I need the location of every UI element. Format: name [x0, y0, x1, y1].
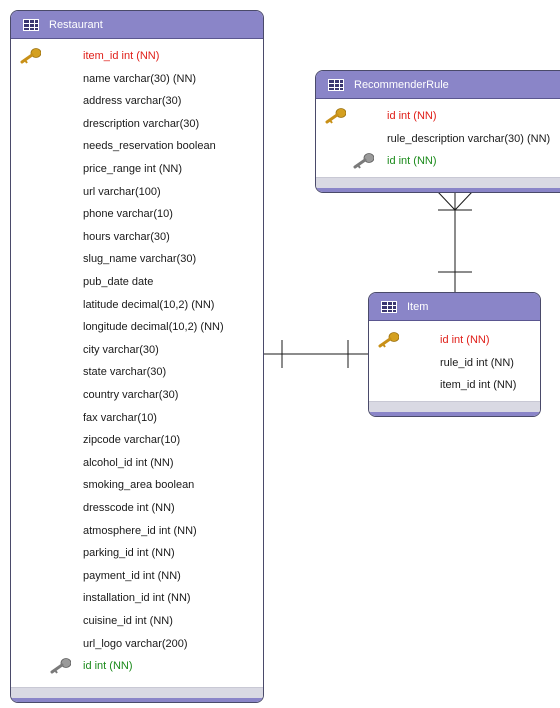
column-row[interactable]: url varchar(100)	[11, 181, 263, 203]
column-row[interactable]: needs_reservation boolean	[11, 135, 263, 157]
item-table-footer	[369, 401, 540, 416]
column-label: needs_reservation boolean	[83, 140, 216, 153]
recommenderrule-table-header[interactable]: RecommenderRule	[316, 71, 560, 99]
item-table-header[interactable]: Item	[369, 293, 540, 321]
column-row[interactable]: price_range int (NN)	[11, 158, 263, 180]
restaurant-table-header[interactable]: Restaurant	[11, 11, 263, 39]
column-label: smoking_area boolean	[83, 479, 195, 492]
column-row[interactable]: installation_id int (NN)	[11, 587, 263, 609]
column-row[interactable]: item_id int (NN)	[369, 374, 540, 396]
column-row[interactable]: item_id int (NN)	[11, 45, 263, 67]
table-icon	[23, 18, 39, 31]
column-label: slug_name varchar(30)	[83, 253, 197, 266]
recommenderrule-table[interactable]: RecommenderRule id int (NN) rule_descript…	[315, 70, 560, 193]
column-row[interactable]: id int (NN)	[316, 150, 560, 172]
column-label: atmosphere_id int (NN)	[83, 524, 197, 537]
column-label: dresscode int (NN)	[83, 502, 175, 514]
column-label: rule_description varchar(30) (NN)	[387, 132, 551, 145]
column-label: state varchar(30)	[83, 366, 167, 379]
column-label: hours varchar(30)	[83, 230, 170, 243]
column-label: parking_id int (NN)	[83, 547, 175, 560]
column-label: item_id int (NN)	[440, 379, 517, 392]
column-label: fax varchar(10)	[83, 411, 157, 424]
column-label: id int (NN)	[440, 334, 490, 346]
column-row[interactable]: id int (NN)	[369, 329, 540, 351]
column-row[interactable]: city varchar(30)	[11, 339, 263, 361]
column-row[interactable]: slug_name varchar(30)	[11, 248, 263, 270]
column-row[interactable]: dresscode int (NN)	[11, 497, 263, 519]
column-label: rule_id int (NN)	[440, 356, 514, 369]
column-row[interactable]: id int (NN)	[11, 655, 263, 677]
primary-key-icon	[324, 108, 347, 127]
column-row[interactable]: id int (NN)	[316, 105, 560, 127]
column-row[interactable]: latitude decimal(10,2) (NN)	[11, 294, 263, 316]
restaurant-item-relationship	[263, 340, 370, 368]
recommenderrule-item-relationship	[437, 191, 473, 292]
primary-key-icon	[377, 332, 400, 351]
column-row[interactable]: state varchar(30)	[11, 361, 263, 383]
column-label: latitude decimal(10,2) (NN)	[83, 298, 215, 311]
foreign-key-icon	[352, 153, 375, 172]
restaurant-table[interactable]: Restaurant item_id int (NN) name varchar(…	[10, 10, 264, 703]
column-row[interactable]: hours varchar(30)	[11, 226, 263, 248]
column-row[interactable]: cuisine_id int (NN)	[11, 610, 263, 632]
recommenderrule-table-footer	[316, 177, 560, 192]
column-row[interactable]: atmosphere_id int (NN)	[11, 520, 263, 542]
column-label: id int (NN)	[387, 155, 437, 168]
column-label: name varchar(30) (NN)	[83, 72, 197, 85]
column-label: price_range int (NN)	[83, 163, 183, 175]
column-label: url varchar(100)	[83, 185, 161, 198]
column-row[interactable]: longitude decimal(10,2) (NN)	[11, 316, 263, 338]
column-label: installation_id int (NN)	[83, 592, 191, 605]
item-table-title: Item	[407, 300, 429, 313]
column-label: pub_date date	[83, 276, 154, 288]
column-label: payment_id int (NN)	[83, 569, 181, 582]
item-table[interactable]: Item id int (NN) rule_id int (NN) item_id …	[368, 292, 541, 417]
column-label: item_id int (NN)	[83, 50, 160, 62]
column-row[interactable]: rule_id int (NN)	[369, 352, 540, 374]
table-icon	[328, 78, 344, 91]
column-row[interactable]: phone varchar(10)	[11, 203, 263, 225]
column-row[interactable]: url_logo varchar(200)	[11, 633, 263, 655]
column-label: id int (NN)	[387, 110, 437, 122]
column-row[interactable]: pub_date date	[11, 271, 263, 293]
column-row[interactable]: country varchar(30)	[11, 384, 263, 406]
column-label: url_logo varchar(200)	[83, 637, 188, 650]
column-label: longitude decimal(10,2) (NN)	[83, 321, 224, 334]
column-label: country varchar(30)	[83, 389, 179, 401]
foreign-key-icon	[49, 658, 72, 677]
column-label: city varchar(30)	[83, 343, 159, 356]
column-label: zipcode varchar(10)	[83, 434, 181, 447]
column-row[interactable]: drescription varchar(30)	[11, 113, 263, 135]
table-icon	[381, 300, 397, 313]
recommenderrule-table-title: RecommenderRule	[354, 78, 449, 91]
column-row[interactable]: name varchar(30) (NN)	[11, 68, 263, 90]
column-label: drescription varchar(30)	[83, 117, 200, 130]
restaurant-table-footer	[11, 687, 263, 702]
column-row[interactable]: zipcode varchar(10)	[11, 429, 263, 451]
primary-key-icon	[19, 48, 42, 67]
column-label: address varchar(30)	[83, 95, 182, 108]
column-row[interactable]: alcohol_id int (NN)	[11, 452, 263, 474]
column-row[interactable]: fax varchar(10)	[11, 407, 263, 429]
column-label: id int (NN)	[83, 660, 133, 673]
column-row[interactable]: address varchar(30)	[11, 90, 263, 112]
column-row[interactable]: parking_id int (NN)	[11, 542, 263, 564]
column-row[interactable]: payment_id int (NN)	[11, 565, 263, 587]
column-row[interactable]: smoking_area boolean	[11, 474, 263, 496]
column-label: phone varchar(10)	[83, 208, 173, 221]
restaurant-table-title: Restaurant	[49, 18, 103, 31]
column-label: cuisine_id int (NN)	[83, 615, 173, 627]
column-row[interactable]: rule_description varchar(30) (NN)	[316, 128, 560, 150]
column-label: alcohol_id int (NN)	[83, 456, 174, 469]
